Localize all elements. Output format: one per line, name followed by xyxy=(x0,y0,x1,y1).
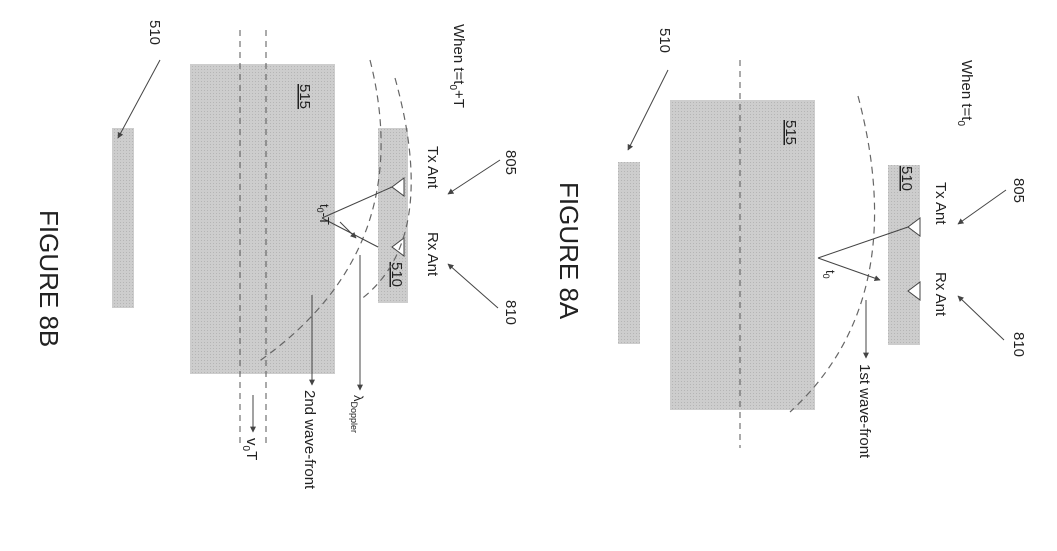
t-minus-T-label-b: t0-T xyxy=(315,204,332,225)
ref-805-leader-a xyxy=(958,190,1006,224)
element-510-bar-a xyxy=(618,162,640,344)
wavefront-label-b: 2nd wave-front xyxy=(301,390,318,490)
when-label-a: When t=t0 xyxy=(955,60,975,126)
ref-510-leader-a xyxy=(628,70,668,150)
figure-8a: 510 515 510 t0 When t=t0 Tx Ant Rx Ant 8… xyxy=(554,28,1027,459)
tx-ant-label-a: Tx Ant xyxy=(932,182,949,225)
medium-515-block-b xyxy=(190,64,335,374)
ray-mid-b xyxy=(340,222,356,238)
velocity-label-b: v0T xyxy=(240,438,260,460)
ref-810-label-a: 810 xyxy=(1010,332,1027,357)
caption-figure-8b: FIGURE 8B xyxy=(34,210,64,347)
ref-510-label-b: 510 xyxy=(146,20,163,45)
tx-ant-label-b: Tx Ant xyxy=(424,146,441,189)
medium-515-block-a xyxy=(670,100,815,410)
antenna-block-510-a xyxy=(888,165,920,345)
lambda-doppler-label-b: λDoppler xyxy=(349,395,366,433)
wavefront-label-a: 1st wave-front xyxy=(856,364,873,459)
ref-810-leader-a xyxy=(958,296,1004,340)
figure-8b: 510 515 510 t0-T When t=t0+T Tx Ant Rx xyxy=(34,20,519,490)
caption-figure-8a: FIGURE 8A xyxy=(554,182,584,320)
ref-510-leader-b xyxy=(118,60,160,138)
when-label-b: When t=t0+T xyxy=(447,24,467,108)
rx-ant-label-b: Rx Ant xyxy=(424,232,441,277)
ref-810-label-b: 810 xyxy=(502,300,519,325)
ref-805-label-b: 805 xyxy=(502,150,519,175)
element-510-bar-b xyxy=(112,128,134,308)
rx-ant-label-a: Rx Ant xyxy=(932,272,949,317)
element-510-label-a: 510 xyxy=(898,166,915,191)
ref-805-leader-b xyxy=(448,160,500,194)
ref-515-label-a: 515 xyxy=(782,120,799,145)
t0-label-a: t0 xyxy=(821,270,838,279)
ref-810-leader-b xyxy=(448,264,498,308)
ref-510-label-a: 510 xyxy=(656,28,673,53)
ref-515-label-b: 515 xyxy=(296,84,313,109)
ref-805-label-a: 805 xyxy=(1010,178,1027,203)
